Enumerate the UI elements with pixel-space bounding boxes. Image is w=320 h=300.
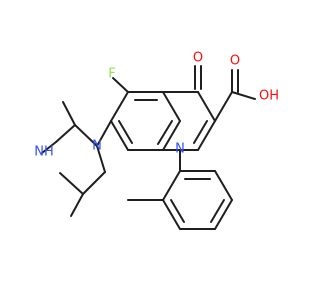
bond bbox=[82, 171, 106, 195]
bond bbox=[197, 120, 216, 151]
ketone-oxygen-label: O bbox=[193, 51, 203, 66]
bond bbox=[214, 170, 233, 201]
bond-lines bbox=[41, 65, 256, 230]
bond bbox=[41, 141, 57, 154]
molecular-structure-diagram: F O OH O N N NH bbox=[34, 51, 279, 230]
fluorine-label: F bbox=[108, 67, 115, 82]
bond bbox=[112, 77, 129, 93]
bond-double bbox=[118, 120, 133, 144]
atom-labels: F O OH O N N NH bbox=[34, 51, 279, 160]
bond bbox=[110, 91, 129, 122]
bond-double bbox=[193, 120, 208, 144]
piperazine-nitrogen-label: N bbox=[92, 139, 102, 154]
bond bbox=[74, 124, 98, 147]
bond bbox=[162, 120, 181, 151]
bond bbox=[197, 91, 216, 122]
bond bbox=[214, 91, 233, 122]
bond bbox=[110, 120, 129, 151]
bond bbox=[62, 101, 76, 126]
bond bbox=[96, 145, 106, 173]
bond bbox=[231, 91, 256, 100]
bond-double bbox=[210, 199, 225, 223]
bond bbox=[214, 199, 233, 230]
hydroxyl-label: OH bbox=[259, 89, 279, 104]
bond bbox=[55, 124, 76, 143]
bond bbox=[96, 120, 112, 147]
bond bbox=[70, 193, 84, 217]
bond-double bbox=[170, 199, 185, 223]
bond bbox=[162, 91, 181, 122]
piperazine-nh-label: NH bbox=[34, 145, 54, 160]
bond bbox=[162, 170, 181, 201]
bond-double bbox=[157, 120, 173, 145]
bond bbox=[162, 199, 181, 230]
quinoline-nitrogen-label: N bbox=[175, 142, 185, 157]
carbonyl-oxygen-label: O bbox=[230, 54, 240, 69]
bond bbox=[59, 172, 84, 195]
